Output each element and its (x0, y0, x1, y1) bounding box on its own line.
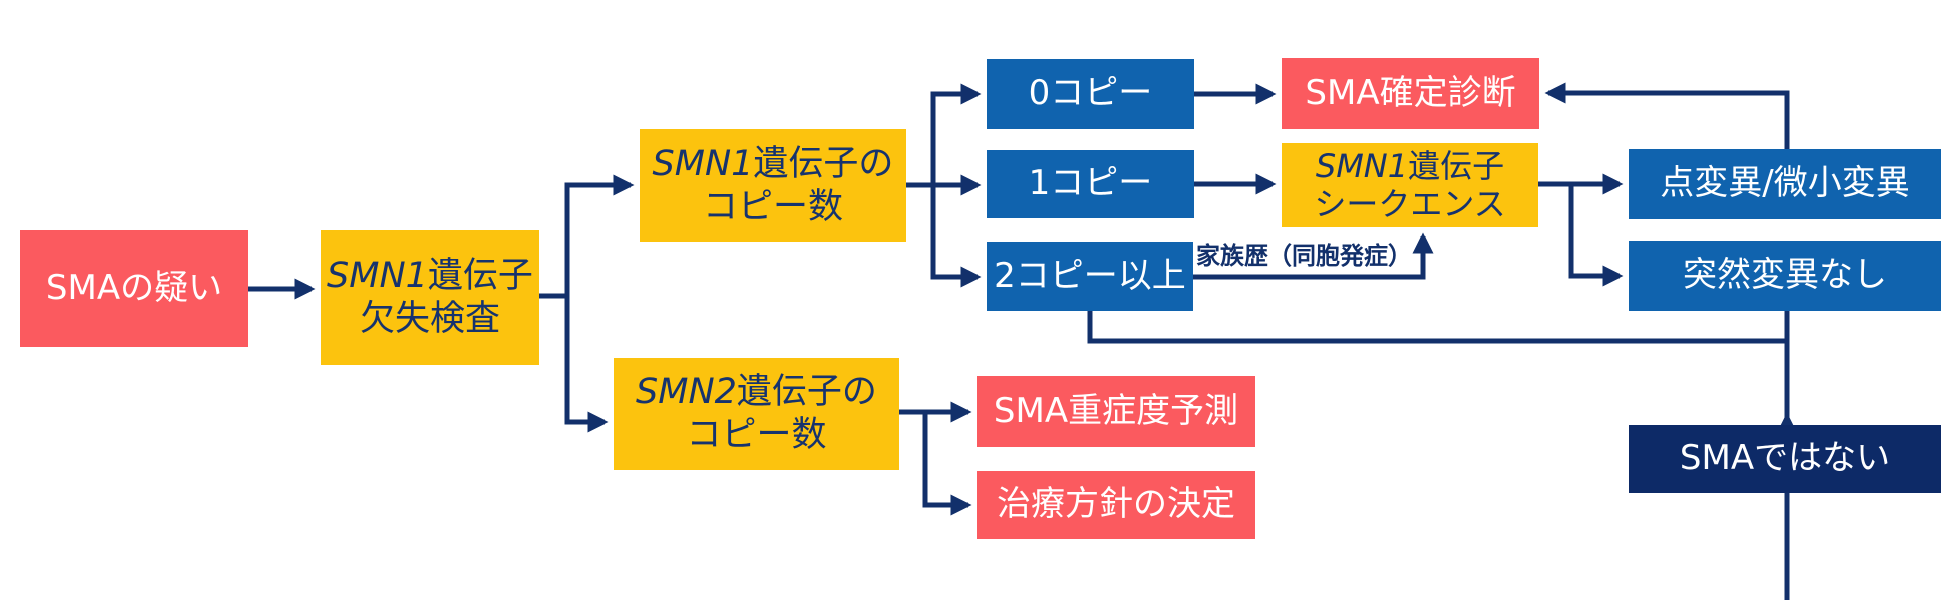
node-label-line1: 遺伝子 (1408, 146, 1505, 185)
node-smn1-copy-number: SMN1遺伝子の コピー数 (640, 129, 906, 242)
node-label: 0コピー (1028, 73, 1153, 114)
node-label-line2: シークエンス (1314, 185, 1506, 223)
edge-smn2copies-to-treatment (922, 412, 972, 516)
node-label-line1: 遺伝子の (753, 143, 894, 184)
node-not-sma: SMAではない (1629, 425, 1941, 493)
edge-deletion-to-smn1-copies (539, 174, 635, 299)
node-label: 点変異/微小変異 (1660, 163, 1910, 204)
node-label: 2コピー以上 (994, 255, 1186, 296)
edge-deletion-to-smn2-copies (564, 296, 609, 433)
node-point-or-small-mutation: 点変異/微小変異 (1629, 149, 1941, 219)
node-label: SMAではない (1679, 438, 1891, 479)
node-label-line1: 遺伝子の (736, 372, 877, 413)
edge-2copies-to-notsma-junction (1087, 311, 1789, 344)
gene-name-italic: SMN1 (327, 255, 428, 296)
gene-name-italic: SMN1 (1315, 146, 1409, 185)
node-sma-suspicion: SMAの疑い (20, 230, 248, 347)
edge-2copies-family-history-to-sequence (1193, 232, 1434, 280)
edge-label-family-history: 家族歴（同胞発症） (1196, 242, 1412, 270)
node-smn1-deletion-test: SMN1遺伝子 欠失検査 (321, 230, 539, 365)
gene-name-italic: SMN2 (636, 372, 737, 413)
node-2-or-more-copies: 2コピー以上 (987, 242, 1193, 311)
node-label: 突然変異なし (1683, 255, 1887, 296)
node-label: SMA確定診断 (1305, 72, 1516, 113)
node-sma-severity-prediction: SMA重症度予測 (977, 376, 1255, 447)
node-0-copies: 0コピー (987, 59, 1194, 129)
node-label-line1: 遺伝子 (427, 255, 533, 296)
node-treatment-policy-decision: 治療方針の決定 (977, 471, 1255, 539)
node-smn2-copy-number: SMN2遺伝子の コピー数 (614, 358, 899, 470)
node-sma-confirmed-diagnosis: SMA確定診断 (1282, 58, 1539, 129)
node-label-line2: コピー数 (702, 186, 843, 227)
node-label: SMAの疑い (45, 267, 223, 308)
edge-sequence-to-no-mutation (1568, 184, 1624, 287)
edge-smn1copies-to-0copy (930, 83, 982, 185)
node-label: 1コピー (1028, 163, 1153, 204)
edge-smn1copies-to-2copies (930, 185, 982, 288)
node-1-copy: 1コピー (987, 150, 1194, 218)
node-smn1-sequencing: SMN1遺伝子 シークエンス (1282, 143, 1538, 227)
node-label-line2: コピー数 (686, 415, 827, 455)
edge-point-mutation-to-confirmed (1544, 82, 1790, 149)
node-label: SMA重症度予測 (993, 390, 1239, 431)
gene-name-italic: SMN1 (652, 143, 754, 184)
node-no-mutation: 突然変異なし (1629, 241, 1941, 311)
node-label: 治療方針の決定 (997, 484, 1235, 525)
node-label-line2: 欠失検査 (359, 298, 500, 339)
